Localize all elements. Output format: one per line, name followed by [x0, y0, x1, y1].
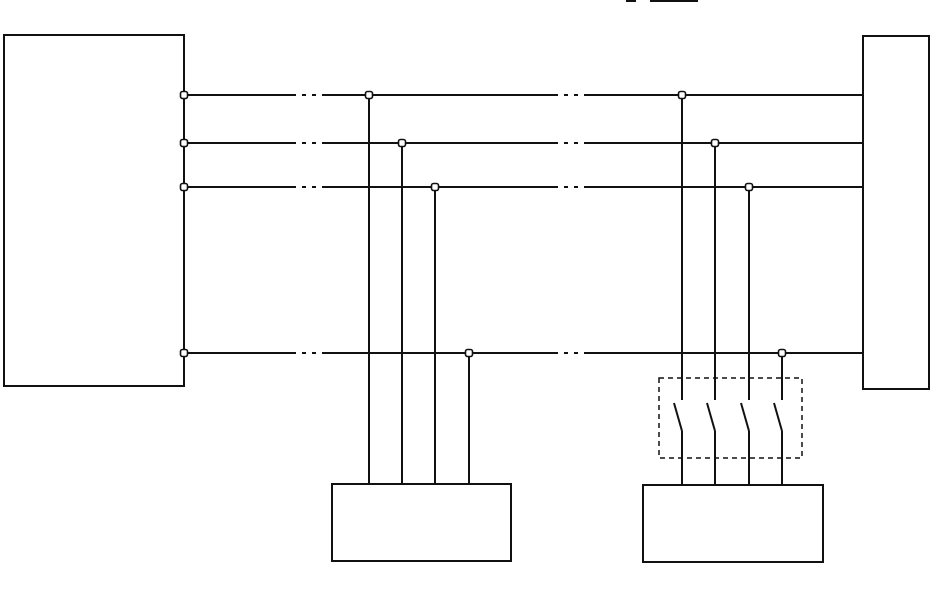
load-b-junctions — [677, 90, 787, 358]
switch-group-enclosure — [658, 377, 803, 459]
left-unit-box — [3, 34, 185, 387]
load-a-box — [331, 483, 512, 562]
switch-4 — [773, 402, 783, 432]
switch-blades — [673, 402, 783, 432]
load-a-junctions — [364, 90, 474, 358]
switch-2 — [706, 402, 716, 432]
right-unit-box — [862, 35, 930, 390]
left-unit-terminals — [179, 90, 189, 358]
load-a-taps — [368, 95, 470, 484]
switch-1 — [673, 402, 683, 432]
load-b-taps-upper — [681, 95, 783, 400]
load-b-box — [642, 484, 824, 563]
switch-3 — [740, 402, 750, 432]
load-b-taps-lower — [681, 431, 783, 485]
